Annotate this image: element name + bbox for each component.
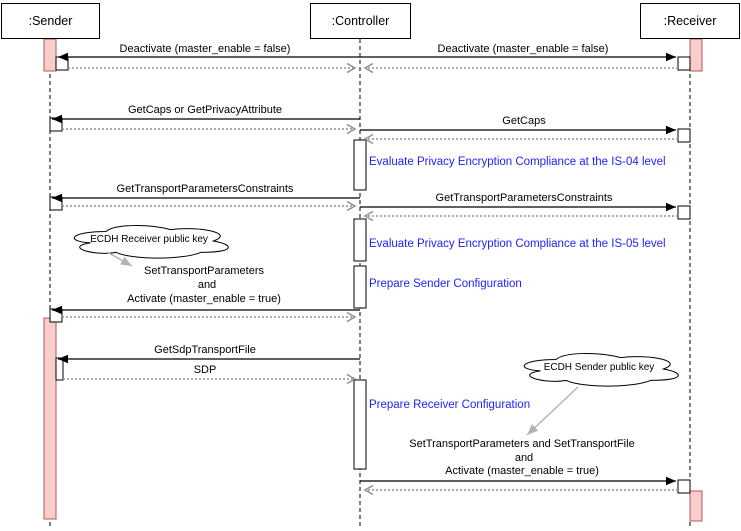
call-activation-receiver-settransport — [677, 479, 691, 494]
activation-sender-top — [43, 38, 57, 72]
activation-controller-is04 — [353, 139, 367, 191]
cloud-receiver-key — [74, 226, 228, 259]
call-activation-receiver-deactivate — [677, 56, 691, 71]
note-is05-evaluation: Evaluate Privacy Encryption Compliance a… — [369, 238, 666, 250]
message-label-settransport-receiver-line3: Activate (master_enable = true) — [445, 465, 599, 477]
call-activation-sender-settransport — [49, 308, 63, 323]
message-label-getcaps-or-privacy: GetCaps or GetPrivacyAttribute — [127, 104, 283, 116]
message-label-settransport-receiver-line2: and — [514, 452, 534, 464]
call-activation-sender-getcaps — [49, 117, 63, 132]
activation-controller-prepare-receiver — [353, 379, 367, 470]
activation-receiver-top — [689, 38, 703, 72]
note-is04-evaluation: Evaluate Privacy Encryption Compliance a… — [369, 156, 666, 168]
note-prepare-sender: Prepare Sender Configuration — [369, 278, 522, 290]
cloud-label-receiver-key: ECDH Receiver public key — [90, 234, 208, 245]
cloud-label-sender-key: ECDH Sender public key — [543, 362, 655, 373]
call-activation-receiver-getcaps — [677, 128, 691, 143]
call-arrows — [52, 52, 676, 486]
message-label-constraints-sender: GetTransportParametersConstraints — [116, 183, 294, 195]
actor-box-receiver: :Receiver — [640, 3, 740, 39]
message-label-getcaps: GetCaps — [502, 115, 546, 127]
cloud-pointer-arrows — [106, 251, 579, 436]
activation-controller-is05 — [353, 218, 367, 262]
message-label-settransport-receiver-line1: SetTransportParameters and SetTransportF… — [409, 438, 635, 450]
activation-controller-prepare-sender — [353, 265, 367, 309]
message-label-settransport-sender-line2: and — [197, 279, 217, 291]
actor-box-controller: :Controller — [310, 3, 411, 39]
activation-sender-main — [43, 317, 57, 520]
call-activation-sender-constraints — [49, 196, 63, 211]
message-label-sdp: SDP — [193, 364, 217, 376]
message-label-settransport-sender-line3: Activate (master_enable = true) — [127, 293, 281, 305]
actor-label-receiver: :Receiver — [663, 14, 717, 28]
return-arrows — [62, 62, 678, 496]
message-label-settransport-sender-line1: SetTransportParameters — [143, 265, 265, 277]
cloud-arrow-sender-key — [526, 386, 579, 436]
cloud-arrow-receiver-key — [106, 251, 133, 267]
note-prepare-receiver: Prepare Receiver Configuration — [369, 399, 531, 411]
actor-box-sender: :Sender — [1, 3, 100, 39]
actor-label-controller: :Controller — [331, 14, 390, 28]
cloud-sender-key — [524, 354, 678, 387]
cloud-shapes — [74, 226, 678, 387]
message-label-getsdp: GetSdpTransportFile — [154, 344, 256, 356]
call-activation-receiver-constraints — [677, 205, 691, 220]
call-activation-sender-getsdp — [55, 357, 64, 381]
call-activation-sender-deactivate — [55, 56, 69, 71]
message-label-deactivate-receiver: Deactivate (master_enable = false) — [437, 43, 609, 55]
message-label-constraints-receiver: GetTransportParametersConstraints — [435, 192, 613, 204]
message-label-deactivate-sender: Deactivate (master_enable = false) — [119, 43, 291, 55]
activation-bars — [43, 38, 703, 522]
activation-receiver-bottom — [689, 490, 703, 522]
actor-label-sender: :Sender — [28, 14, 73, 28]
